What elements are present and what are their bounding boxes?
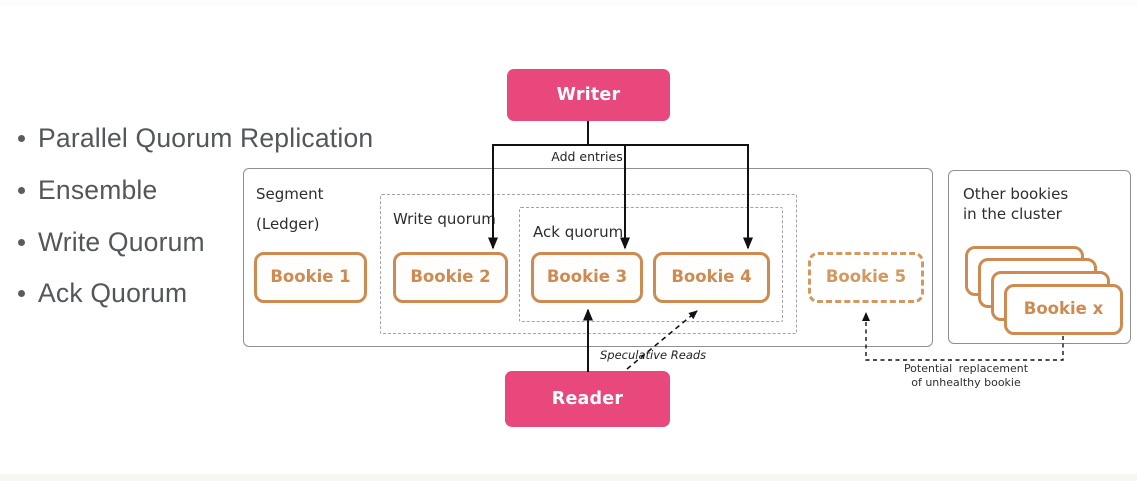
bookie-5-node: Bookie 5 bbox=[808, 252, 924, 303]
ack-quorum-label: Ack quorum bbox=[533, 223, 624, 241]
replacement-note-line1: Potential replacement bbox=[903, 362, 1029, 375]
bottom-edge-artifact bbox=[0, 474, 1137, 481]
bullet-label: Ensemble bbox=[38, 175, 158, 205]
bullet-dot-icon bbox=[18, 135, 25, 142]
other-bookies-label-line2: in the cluster bbox=[963, 205, 1062, 223]
write-quorum-label: Write quorum bbox=[393, 210, 496, 228]
bookie-x-node: Bookie x bbox=[1004, 284, 1123, 335]
other-bookies-label-line1: Other bookies bbox=[963, 185, 1069, 203]
ledger-label: (Ledger) bbox=[256, 215, 320, 233]
bookie-1-node: Bookie 1 bbox=[254, 252, 367, 303]
bullet-item-ack-quorum: Ack Quorum bbox=[18, 277, 187, 309]
replacement-note-line2: of unhealthy bookie bbox=[911, 375, 1021, 389]
writer-node: Writer bbox=[507, 69, 670, 121]
top-edge-artifact bbox=[0, 0, 1137, 6]
bullet-dot-icon bbox=[18, 187, 25, 194]
segment-label: Segment bbox=[256, 185, 324, 203]
bullet-item-ensemble: Ensemble bbox=[18, 174, 157, 206]
replacement-note: Potential replacement of unhealthy booki… bbox=[878, 362, 1054, 389]
bullet-item-write-quorum: Write Quorum bbox=[18, 226, 205, 258]
bookie-4-node: Bookie 4 bbox=[653, 252, 770, 303]
bookie-3-node: Bookie 3 bbox=[531, 252, 643, 303]
add-entries-label: Add entries bbox=[551, 149, 623, 164]
bullet-label: Ack Quorum bbox=[38, 278, 188, 308]
bullet-dot-icon bbox=[18, 239, 25, 246]
bullet-dot-icon bbox=[18, 290, 25, 297]
bullet-label: Parallel Quorum Replication bbox=[38, 123, 374, 153]
speculative-reads-label: Speculative Reads bbox=[600, 348, 707, 362]
bullet-item-parallel-quorum-replication: Parallel Quorum Replication bbox=[18, 122, 373, 154]
bookie-2-node: Bookie 2 bbox=[393, 252, 508, 303]
bullet-label: Write Quorum bbox=[38, 227, 205, 257]
reader-node: Reader bbox=[505, 371, 670, 427]
